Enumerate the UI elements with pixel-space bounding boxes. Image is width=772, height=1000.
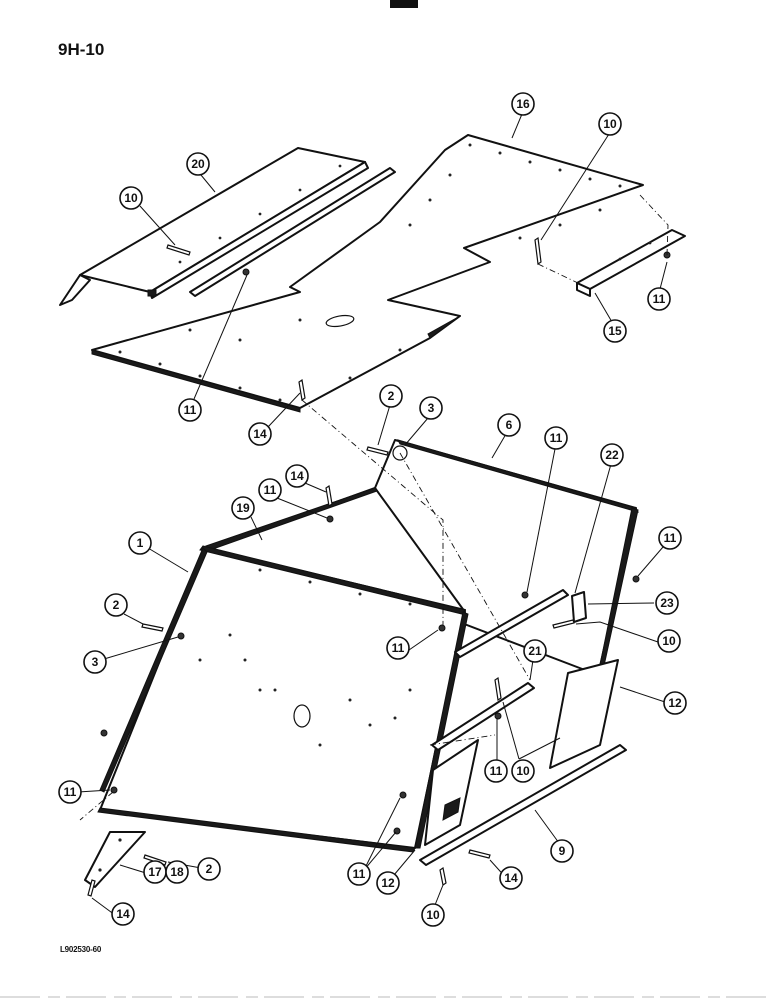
callout-11: 11 <box>178 398 202 422</box>
cover-plate-12 <box>424 659 619 846</box>
callout-12: 12 <box>663 691 687 715</box>
svg-text:3: 3 <box>428 401 435 415</box>
callout-20: 20 <box>186 152 210 176</box>
svg-text:12: 12 <box>381 876 395 890</box>
callout-2: 2 <box>104 593 128 617</box>
svg-text:10: 10 <box>124 191 138 205</box>
callout-10: 10 <box>657 629 681 653</box>
callout-3: 3 <box>83 650 107 674</box>
callout-2: 2 <box>197 857 221 881</box>
bracket-23 <box>571 591 587 623</box>
cropped-header-mark <box>390 0 418 8</box>
callout-14: 14 <box>499 866 523 890</box>
svg-text:2: 2 <box>388 389 395 403</box>
svg-text:11: 11 <box>550 431 563 445</box>
svg-text:1: 1 <box>137 536 144 550</box>
callout-23: 23 <box>655 591 679 615</box>
callout-11: 11 <box>544 426 568 450</box>
strip-top <box>189 167 396 297</box>
svg-text:23: 23 <box>660 596 674 610</box>
svg-text:11: 11 <box>490 764 503 778</box>
callout-10: 10 <box>598 112 622 136</box>
svg-text:20: 20 <box>191 157 205 171</box>
svg-text:11: 11 <box>353 867 366 881</box>
side-panel-20 <box>59 147 369 306</box>
bottom-fasteners <box>87 446 640 897</box>
brace-22 <box>454 589 569 658</box>
svg-text:11: 11 <box>392 641 405 655</box>
svg-text:2: 2 <box>206 862 213 876</box>
callout-12: 12 <box>376 871 400 895</box>
callout-11: 11 <box>658 526 682 550</box>
svg-text:19: 19 <box>236 501 250 515</box>
callouts: 16 10 20 10 11 15 11 14 2 3 6 11 22 14 1… <box>58 92 687 927</box>
svg-text:10: 10 <box>603 117 617 131</box>
callout-19: 19 <box>231 496 255 520</box>
svg-text:11: 11 <box>264 483 277 497</box>
svg-text:11: 11 <box>64 785 77 799</box>
svg-text:10: 10 <box>662 634 676 648</box>
svg-text:12: 12 <box>668 696 682 710</box>
svg-text:10: 10 <box>516 764 530 778</box>
svg-text:16: 16 <box>516 97 530 111</box>
callout-11: 11 <box>258 478 282 502</box>
main-panel-1 <box>97 545 469 853</box>
svg-text:6: 6 <box>506 418 513 432</box>
svg-text:9: 9 <box>559 844 566 858</box>
callout-10: 10 <box>511 759 535 783</box>
svg-text:11: 11 <box>664 531 677 545</box>
callout-18: 18 <box>165 860 189 884</box>
svg-text:14: 14 <box>253 427 267 441</box>
callout-11: 11 <box>58 780 82 804</box>
callout-9: 9 <box>550 839 574 863</box>
svg-text:21: 21 <box>528 644 542 658</box>
callout-1: 1 <box>128 531 152 555</box>
svg-text:14: 14 <box>290 469 304 483</box>
rear-panel-6 <box>374 439 639 676</box>
floor-panel-16 <box>91 134 644 413</box>
page-code: 9H-10 <box>58 40 105 59</box>
callout-11: 11 <box>647 287 671 311</box>
svg-text:3: 3 <box>92 655 99 669</box>
callout-22: 22 <box>600 443 624 467</box>
svg-text:10: 10 <box>426 908 440 922</box>
support-channel-15 <box>576 229 686 297</box>
callout-11: 11 <box>484 759 508 783</box>
callout-21: 21 <box>523 639 547 663</box>
svg-text:22: 22 <box>605 448 619 462</box>
callout-14: 14 <box>248 422 272 446</box>
callout-11: 11 <box>347 862 371 886</box>
brace-21 <box>431 682 535 751</box>
corner-bracket-17-18 <box>84 831 146 888</box>
callout-14: 14 <box>111 902 135 926</box>
callout-2: 2 <box>379 384 403 408</box>
center-lines <box>79 194 669 821</box>
figure-code: L902530-60 <box>60 945 102 954</box>
callout-11: 11 <box>386 636 410 660</box>
svg-text:14: 14 <box>504 871 518 885</box>
svg-text:2: 2 <box>113 598 120 612</box>
callout-10: 10 <box>421 903 445 927</box>
svg-text:11: 11 <box>184 403 197 417</box>
callout-10: 10 <box>119 186 143 210</box>
callout-16: 16 <box>511 92 535 116</box>
svg-text:18: 18 <box>170 865 184 879</box>
callout-17: 17 <box>143 860 167 884</box>
svg-text:15: 15 <box>608 324 622 338</box>
svg-text:17: 17 <box>148 865 162 879</box>
svg-text:11: 11 <box>653 292 666 306</box>
callout-3: 3 <box>419 396 443 420</box>
callout-15: 15 <box>603 319 627 343</box>
strip-9 <box>419 744 627 866</box>
svg-text:14: 14 <box>116 907 130 921</box>
callout-6: 6 <box>497 413 521 437</box>
callout-14: 14 <box>285 464 309 488</box>
